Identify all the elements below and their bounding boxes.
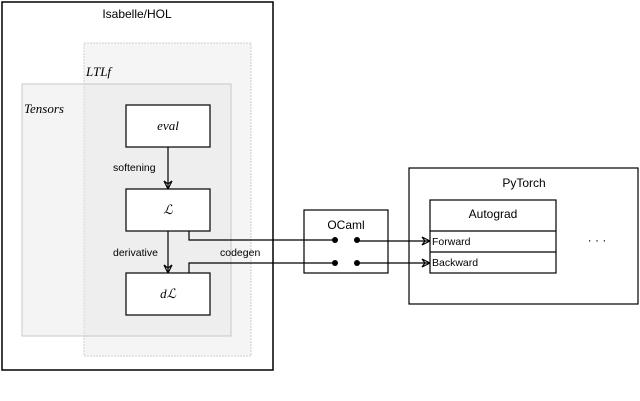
eval-label: eval <box>157 118 179 133</box>
dloss-label: dℒ <box>160 286 177 301</box>
derivative-label: derivative <box>113 247 158 259</box>
codegen-label: codegen <box>220 247 260 259</box>
loss-node: ℒ <box>125 188 211 232</box>
codegen-forward-line <box>188 231 335 241</box>
autograd-box: Autograd Forward Backward <box>429 199 557 274</box>
ellipsis: · · · <box>588 233 607 247</box>
autograd-title: Autograd <box>469 207 518 221</box>
port-dot <box>354 237 360 243</box>
ocaml-box: OCaml <box>303 209 389 274</box>
pytorch-box: PyTorch · · · <box>408 167 639 305</box>
codegen-backward-line <box>188 262 335 273</box>
ocaml-title: OCaml <box>327 218 364 232</box>
forward-label: Forward <box>432 236 471 248</box>
dloss-node: dℒ <box>125 272 211 316</box>
port-dot <box>332 260 338 266</box>
softening-label: softening <box>113 162 156 174</box>
ltlf-label: LTLf <box>85 64 113 79</box>
pytorch-title: PyTorch <box>502 176 545 190</box>
port-dot <box>332 237 338 243</box>
isabelle-title: Isabelle/HOL <box>102 7 172 21</box>
tensors-label: Tensors <box>24 101 64 116</box>
loss-label: ℒ <box>163 202 173 217</box>
backward-label: Backward <box>432 257 478 269</box>
eval-node: eval <box>125 104 211 148</box>
